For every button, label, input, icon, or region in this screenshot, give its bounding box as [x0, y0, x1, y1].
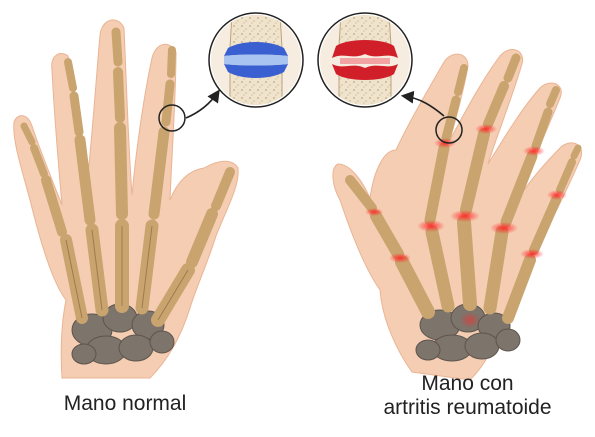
normal-hand — [14, 20, 238, 378]
ra-hand-label-line1: Mano con — [345, 372, 590, 396]
ra-hand-caption: Mano con artritis reumatoide — [345, 372, 590, 420]
ra-hand-label-line2: artritis reumatoide — [345, 396, 590, 420]
joint-closeup-inflamed-icon — [314, 10, 416, 112]
curved-arrow-icon — [186, 92, 218, 118]
normal-hand-caption: Mano normal — [10, 392, 240, 416]
normal-hand-label: Mano normal — [10, 392, 240, 416]
joint-closeup-healthy-icon — [205, 10, 307, 112]
